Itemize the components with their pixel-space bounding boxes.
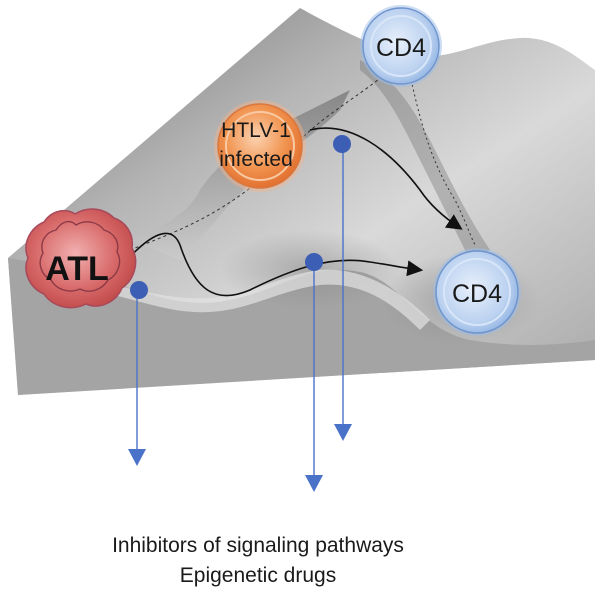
target-dot-atl bbox=[130, 281, 148, 299]
path-htlv-to-cd4 bbox=[309, 127, 463, 230]
caption-line1: Inhibitors of signaling pathways bbox=[112, 534, 404, 557]
cd4-top-label: CD4 bbox=[376, 34, 426, 62]
dashed-path-cd4-down bbox=[409, 74, 476, 246]
atl-label: ATL bbox=[45, 250, 109, 288]
cd4-cell-right: CD4 bbox=[433, 248, 521, 336]
htlv-infected-cell: HTLV-1 infected bbox=[214, 100, 306, 192]
htlv-label-line2: infected bbox=[219, 148, 293, 171]
intervention-arrows bbox=[128, 145, 352, 492]
cd4-right-label: CD4 bbox=[452, 280, 502, 308]
path-atl-to-cd4 bbox=[124, 232, 424, 297]
caption-line2: Epigenetic drugs bbox=[180, 564, 336, 587]
atl-cell: ATL bbox=[25, 208, 137, 309]
target-dot-htlv bbox=[333, 135, 351, 153]
epigenetic-landscape-surface bbox=[8, 8, 595, 395]
htlv-label-line1: HTLV-1 bbox=[221, 119, 291, 142]
cd4-cell-top: CD4 bbox=[360, 5, 442, 87]
target-dot-valley bbox=[305, 253, 323, 271]
